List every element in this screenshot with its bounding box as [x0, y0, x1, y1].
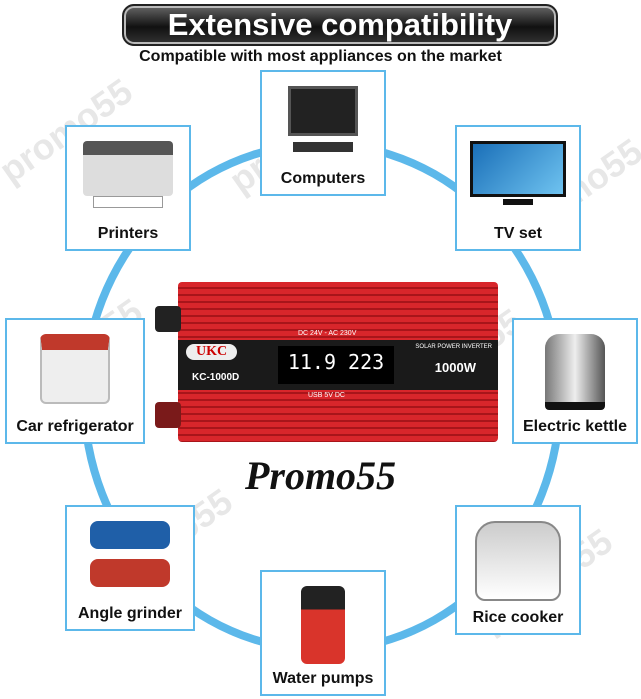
power-label: 1000W	[434, 360, 476, 375]
label: TV set	[493, 225, 542, 242]
fridge-icon	[40, 334, 110, 404]
printer-icon	[83, 141, 173, 208]
io-label: DC 24V - AC 230V	[298, 330, 357, 337]
card-printers: Printers	[65, 125, 191, 251]
page-title: Extensive compatibility	[122, 4, 558, 46]
output-voltage: 223	[348, 350, 385, 374]
label: Water pumps	[272, 670, 374, 687]
card-kettle: Electric kettle	[512, 318, 638, 444]
label: Computers	[280, 170, 366, 187]
label: Electric kettle	[522, 418, 628, 435]
rice-cooker-icon	[475, 521, 561, 601]
negative-terminal	[155, 306, 181, 332]
card-water-pump: Water pumps	[260, 570, 386, 696]
positive-terminal	[155, 402, 181, 428]
subtitle: Compatible with most appliances on the m…	[139, 48, 502, 65]
label: Rice cooker	[472, 609, 564, 626]
label: Angle grinder	[77, 605, 182, 622]
grinder-icon	[90, 521, 170, 587]
lcd-display: 11.9 223	[278, 346, 394, 384]
inverter-product: UKC KC-1000D 11.9 223 SOLAR POWER INVERT…	[178, 282, 498, 442]
type-label: SOLAR POWER INVERTER	[415, 344, 492, 350]
label: Car refrigerator	[16, 418, 134, 435]
usb-label: USB 5V DC	[308, 392, 345, 399]
brand-logo: UKC	[186, 344, 238, 360]
computer-icon	[288, 86, 358, 152]
label: Printers	[97, 225, 159, 242]
card-rice-cooker: Rice cooker	[455, 505, 581, 635]
tv-icon	[470, 141, 566, 207]
card-car-fridge: Car refrigerator	[5, 318, 145, 444]
promo-text: Promo55	[244, 453, 397, 498]
model-label: KC-1000D	[192, 372, 240, 383]
card-computers: Computers	[260, 70, 386, 196]
kettle-icon	[545, 334, 605, 410]
card-grinder: Angle grinder	[65, 505, 195, 631]
pump-icon	[301, 586, 345, 664]
card-tv: TV set	[455, 125, 581, 251]
input-voltage: 11.9	[287, 350, 336, 374]
